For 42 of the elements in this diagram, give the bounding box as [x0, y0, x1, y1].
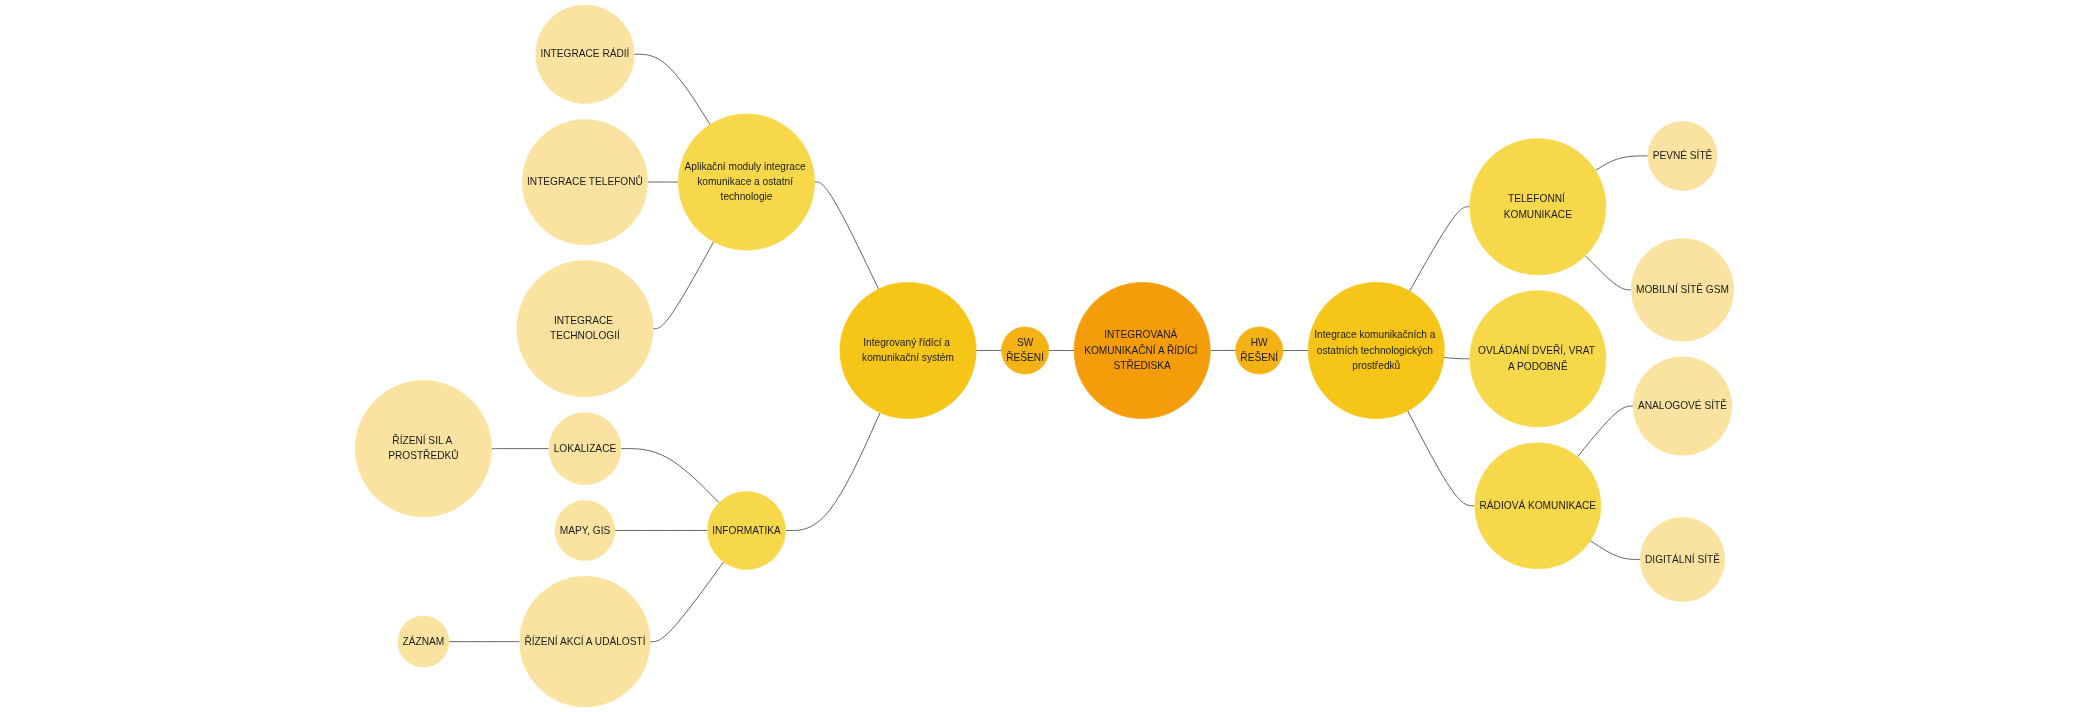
connector — [620, 448, 720, 504]
node-circle: INTEGRACE RÁDIÍ — [535, 4, 635, 104]
node-circle: LOKALIZACE — [548, 412, 622, 485]
connector — [1595, 155, 1649, 171]
node-circle: ANALOGOVÉ SÍTĚ — [1632, 356, 1733, 456]
connector — [649, 561, 724, 642]
connector — [785, 412, 881, 531]
node-circle: OVLÁDÁNÍ DVEŘÍ, VRAT A PODOBNĚ — [1469, 290, 1607, 428]
connector — [1577, 405, 1634, 458]
connector — [975, 350, 1002, 351]
node-circle: TELEFONNÍ KOMUNIKACE — [1469, 138, 1607, 276]
node-circle: RÁDIOVÁ KOMUNIKACE — [1474, 442, 1602, 570]
connector — [652, 241, 714, 330]
node-circle: PEVNÉ SÍTĚ — [1647, 121, 1718, 191]
connector — [633, 53, 711, 125]
node-circle: DIGITÁLNÍ SÍTĚ — [1639, 516, 1725, 602]
node-circle: ŘÍZENÍ SIL A PROSTŘEDKŮ — [355, 380, 492, 518]
node-circle: HW ŘEŠENÍ — [1235, 326, 1284, 375]
connector — [814, 181, 879, 290]
node-circle: INTEGRACE TECHNOLOGIÍ — [516, 260, 654, 398]
node-circle: MAPY, GIS — [554, 500, 616, 561]
connector — [1048, 350, 1075, 351]
node-circle: INTEGROVANÁ KOMUNIKAČNÍ A ŘÍDÍCÍ STŘEDISKA — [1073, 282, 1211, 419]
connector — [1589, 540, 1641, 560]
node-circle: SW ŘEŠENÍ — [1001, 326, 1050, 375]
node-circle: MOBILNÍ SÍTĚ GSM — [1630, 238, 1734, 342]
node-circle: Integrace komunikačních a ostatních technologických prostředků — [1307, 282, 1445, 419]
connector — [1409, 206, 1471, 292]
connector — [1443, 357, 1471, 360]
node-circle: ŘÍZENÍ AKCÍ A UDÁLOSTÍ — [519, 576, 651, 708]
node-circle: INTEGRACE TELEFONŮ — [521, 119, 648, 246]
node-circle: ZÁZNAM — [397, 615, 450, 668]
connector — [491, 448, 550, 449]
connector — [614, 530, 708, 531]
node-circle: Integrovaný řídící a komunikační systém — [839, 282, 977, 419]
connector — [1584, 255, 1632, 291]
connector — [448, 641, 520, 642]
connector — [1209, 350, 1236, 351]
connector — [1282, 350, 1309, 351]
node-circle: Aplikační moduly integrace komunikace a ostatní technologie — [678, 113, 815, 251]
connector — [1407, 410, 1476, 507]
node-circle: INFORMATIKA — [707, 491, 786, 570]
